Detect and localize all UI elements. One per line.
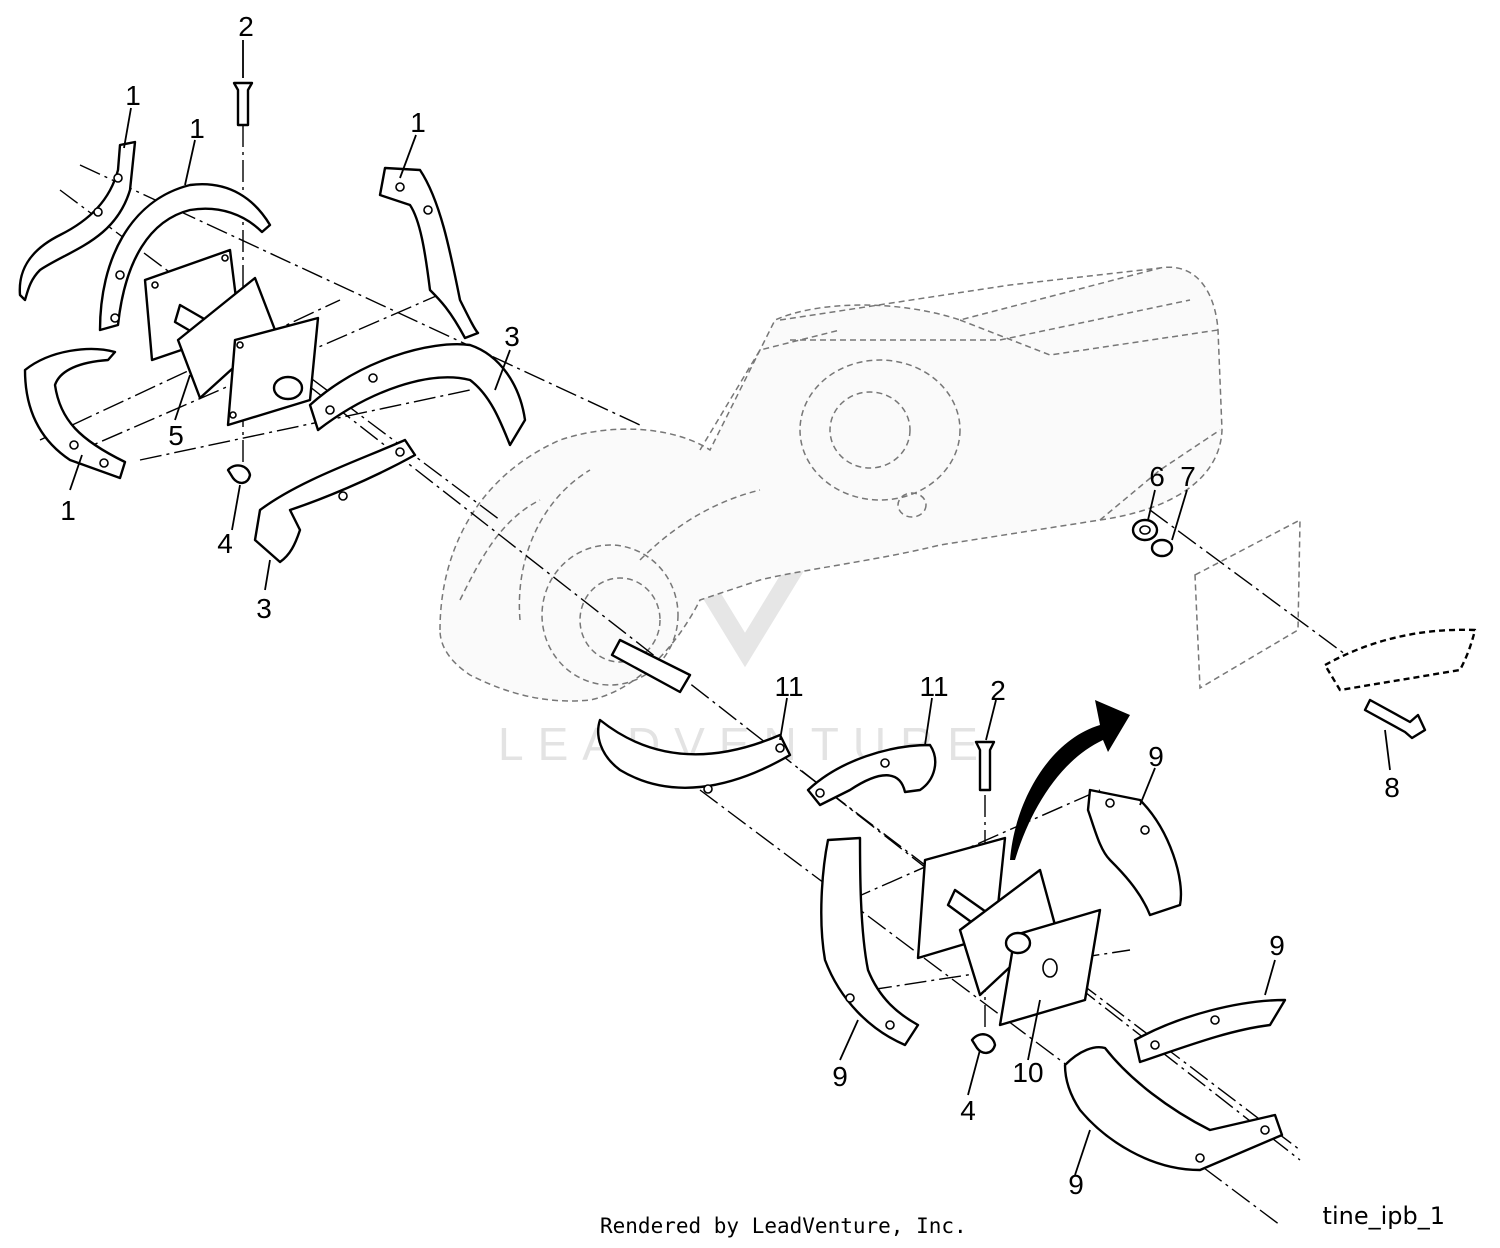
- callout-9-bottom: 9: [1068, 1169, 1084, 1200]
- tine-part-9-bottom: [1063, 1046, 1284, 1172]
- callout-10: 10: [1012, 1057, 1043, 1088]
- tine-part-9-long: [820, 836, 920, 1047]
- clevis-pin-right: [974, 740, 996, 792]
- tine-part-11-short: [806, 743, 937, 807]
- transmission-housing-outline: [439, 266, 1223, 702]
- right-hub-end: [1004, 931, 1032, 955]
- callout-9-long: 9: [832, 1061, 848, 1092]
- hairpin-clip-left: [226, 464, 252, 485]
- callouts: 1 1 1 1 2 2 3 3 4 4 5 6 7 8 9 9 9 9 10 1…: [60, 11, 1400, 1200]
- clevis-pin-left: [232, 81, 254, 127]
- callout-1-curved: 1: [189, 113, 205, 144]
- leader-lines: [69, 40, 1391, 1176]
- tine-part-dashed-end: [1323, 628, 1477, 692]
- tine-part-11-long: [597, 718, 792, 789]
- rotation-direction-arrow-icon: [1010, 700, 1130, 860]
- callout-2-right: 2: [990, 675, 1006, 706]
- bolt-part-8: [1363, 698, 1427, 740]
- callout-4-right: 4: [960, 1095, 976, 1126]
- side-hardware: [1131, 518, 1477, 740]
- callout-6: 6: [1149, 461, 1165, 492]
- callout-1-bottom-left: 1: [60, 495, 76, 526]
- callout-4-left: 4: [217, 528, 233, 559]
- tine-part-1-curved-top: [98, 183, 272, 332]
- callout-5: 5: [168, 420, 184, 451]
- hub-end: [272, 375, 304, 401]
- output-shaft: [610, 638, 692, 694]
- tine-part-1-outer: [18, 140, 137, 302]
- tine-part-3-lower: [253, 438, 417, 564]
- tine-part-1-top-right: [378, 166, 480, 340]
- callout-3-lower: 3: [256, 593, 272, 624]
- drawing-id-label: tine_ipb_1: [1322, 1202, 1445, 1230]
- tine-part-3-upper: [308, 343, 527, 447]
- callout-8: 8: [1384, 772, 1400, 803]
- tine-part-1-bottom-left: [23, 347, 127, 480]
- tine-part-9-middle: [1133, 998, 1287, 1064]
- callout-9-middle: 9: [1269, 930, 1285, 961]
- lock-washer-part-7: [1150, 538, 1174, 558]
- callout-3-upper: 3: [504, 321, 520, 352]
- callout-7: 7: [1180, 461, 1196, 492]
- callout-2-left: 2: [238, 11, 254, 42]
- tine-part-9-upper: [1086, 788, 1183, 917]
- left-tine-assembly: [18, 81, 527, 564]
- rendered-by-footer: Rendered by LeadVenture, Inc.: [600, 1214, 967, 1238]
- callout-11-long: 11: [774, 671, 803, 702]
- callout-1-top-right: 1: [410, 107, 426, 138]
- axis-lines: [39, 90, 1381, 1226]
- right-tine-assembly: [597, 700, 1287, 1172]
- hairpin-clip-right: [970, 1033, 997, 1055]
- callout-1-outer: 1: [125, 80, 141, 111]
- callout-11-short: 11: [919, 671, 948, 702]
- callout-9-upper: 9: [1148, 741, 1164, 772]
